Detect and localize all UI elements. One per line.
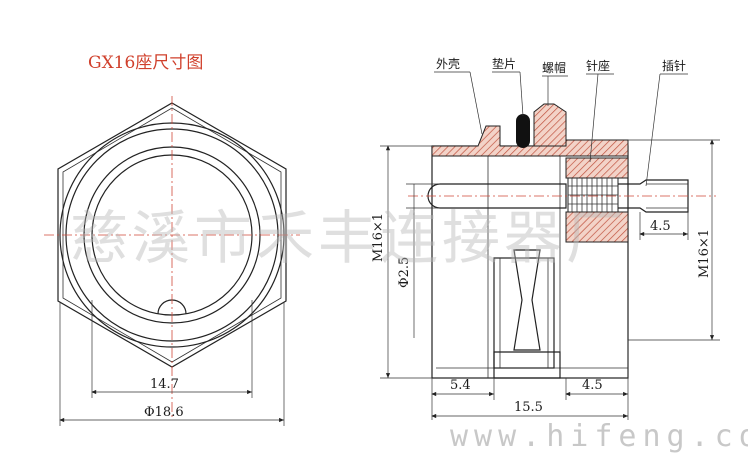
dim-pin-dia: Φ2.5: [397, 257, 412, 288]
leader-line: [645, 73, 661, 187]
nut-section: [533, 103, 567, 147]
label-pin-seat: 针座: [586, 58, 610, 73]
section-view: M16×1 Φ2.5 4.5 M16×1 5.4 4.5 15.5 外壳 垫片: [371, 56, 720, 420]
lower-nut: [493, 351, 561, 379]
pin-seat-bottom: [565, 211, 629, 243]
label-gasket: 垫片: [492, 56, 516, 71]
leader-line: [469, 71, 483, 135]
dim-front-len: 5.4: [450, 378, 471, 393]
dim-rear-len: 4.5: [582, 378, 603, 393]
cable-clamp: [513, 249, 541, 351]
dim-thread-left: M16×1: [371, 213, 386, 262]
dim-pin-length: 4.5: [650, 219, 671, 234]
dim-thread-right: M16×1: [697, 229, 712, 278]
label-pin: 插针: [662, 58, 686, 73]
thread-block: [567, 177, 619, 213]
label-nut: 螺帽: [542, 60, 566, 75]
dim-front-outer: Φ18.6: [144, 405, 184, 420]
leader-line: [519, 71, 524, 117]
watermark-company: 慈溪市禾丰连接器厂: [70, 204, 628, 272]
label-shell: 外壳: [436, 57, 460, 71]
gasket: [516, 114, 530, 148]
dim-front-inner: 14.7: [150, 377, 179, 392]
drawing-title: GX16座尺寸图: [88, 53, 203, 73]
pin-seat-top: [565, 157, 629, 179]
leader-line: [589, 73, 599, 163]
front-view: 14.7 Φ18.6: [44, 96, 300, 426]
watermark-url: www.hifeng.com: [450, 419, 748, 454]
lower-sleeve: [493, 257, 555, 369]
dim-total-len: 15.5: [514, 400, 543, 415]
